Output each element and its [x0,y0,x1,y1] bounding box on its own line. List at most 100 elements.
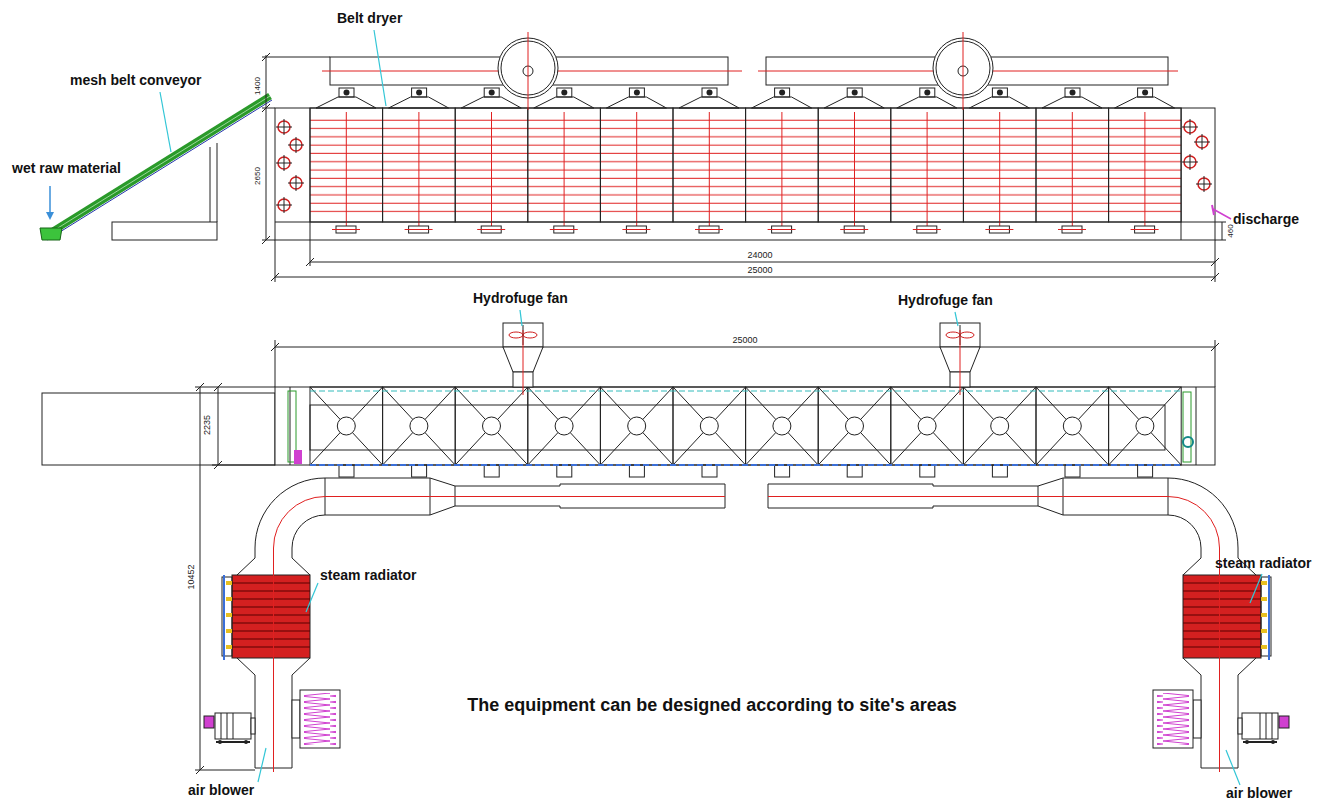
dimension-lines [262,57,330,58]
belt-dryer-side-view [288,137,304,153]
belt-dryer-side-view [891,88,964,233]
air-supply-system [768,478,1289,772]
dimension-lines [196,383,204,391]
belt-dryer-side-view [310,108,311,240]
belt-dryer-plan-view [383,387,456,477]
part-label: Hydrofuge fan [898,292,993,308]
belt-dryer-side-view [600,88,673,233]
belt-dryer-side-view [1109,88,1182,233]
belt-dryer-side-view [818,88,891,233]
dimension: 10452 [186,563,196,590]
dimension-lines [1222,222,1223,240]
dimension-lines [214,383,222,391]
part-label: air blower [1226,785,1292,801]
part-label: wet raw material [12,160,121,176]
belt-dryer-plan-view [310,464,1181,466]
dimension-lines [271,273,279,281]
belt-dryer-side-view [528,32,529,110]
leader-line [374,30,386,106]
belt-dryer-side-view [275,222,1215,223]
belt-dryer-side-view [276,119,292,135]
belt-dryer-side-view [1181,108,1182,240]
dimension-lines [195,770,255,771]
dimension-lines [275,240,276,282]
belt-dryer-side-view [1182,154,1198,170]
belt-dryer-plan-view [963,387,1036,477]
belt-dryer-side-view [455,88,528,233]
air-supply-system [204,478,725,772]
dimension-lines [195,53,1226,774]
dimension-lines [1215,222,1226,223]
belt-dryer-side-view [310,88,383,233]
dimension-lines [275,347,1215,348]
dimension-lines [200,387,201,770]
belt-dryer-plan-view [294,450,302,464]
part-label: Hydrofuge fan [473,290,568,306]
belt-dryer-plan-view [1196,387,1197,465]
dimension-lines [310,262,1215,263]
dimension-lines [262,108,275,109]
mesh-belt-conveyor [49,186,51,213]
leader-line [258,748,266,782]
belt-dryer-side-view [1196,176,1212,192]
belt-dryer-plan-view [1036,387,1109,477]
belt-dryer-plan-view [673,387,746,477]
dimension: 460 [1226,223,1235,238]
mesh-belt-conveyor [40,228,62,240]
dimension-lines [195,387,275,388]
leader-line [306,583,318,612]
belt-dryer-plan-view [455,387,528,477]
leader-line [520,310,522,326]
belt-dryer-plan-view [310,387,383,477]
belt-dryer-side-view [528,88,601,233]
dimension-lines [275,277,1215,278]
belt-dryer-side-view [963,88,1036,233]
mesh-belt-conveyor [46,212,54,220]
leader-line [1213,209,1231,219]
belt-dryer-plan-view [746,387,819,477]
dimension-lines [196,766,204,774]
belt-dryer-plan-view [891,387,964,477]
belt-dryer-plan-view [290,387,291,465]
leader-line [160,92,171,152]
note: The equipment can be designed according … [467,695,956,716]
dimension-lines [1211,273,1219,281]
belt-dryer-plan-view [310,405,1165,450]
dimension: 24000 [746,250,773,260]
belt-dryer-plan-view [310,391,1181,392]
belt-dryer-side-view [275,32,1215,240]
dimension: 2650 [253,166,262,186]
belt-dryer-side-view [746,88,819,233]
belt-dryer-plan-view [940,323,980,395]
mesh-belt-conveyor [210,147,211,222]
leader-line [1250,574,1262,603]
dimension-lines [1215,240,1226,241]
leader-line [1226,750,1240,785]
part-label: steam radiator [1215,555,1311,571]
belt-dryer-plan-view [1109,387,1182,477]
dimension: 2235 [202,414,212,436]
dimension-lines [262,104,270,112]
belt-dryer-plan-view [503,323,543,395]
dimension-lines [262,236,270,244]
belt-dryer-plan-view [42,393,275,465]
belt-dryer-plan-view [528,387,601,477]
leader-line [160,30,1262,785]
dimension-lines [271,343,279,351]
dimension-lines [218,387,219,465]
dimension: 25000 [731,335,758,345]
part-label: discharge [1233,211,1299,227]
dimension-lines [266,55,267,240]
part-label: mesh belt conveyor [70,72,202,88]
air-supply-system [204,478,1289,772]
dimension-lines [1211,343,1219,351]
belt-dryer-side-view [276,197,292,213]
dimension-lines [1211,258,1219,266]
belt-dryer-plan-view [1183,392,1191,462]
mesh-belt-conveyor [217,143,218,222]
dimension-lines [262,53,270,61]
belt-dryer-side-view [1182,119,1198,135]
dimension: 25000 [746,265,773,275]
leader-line [955,312,958,326]
